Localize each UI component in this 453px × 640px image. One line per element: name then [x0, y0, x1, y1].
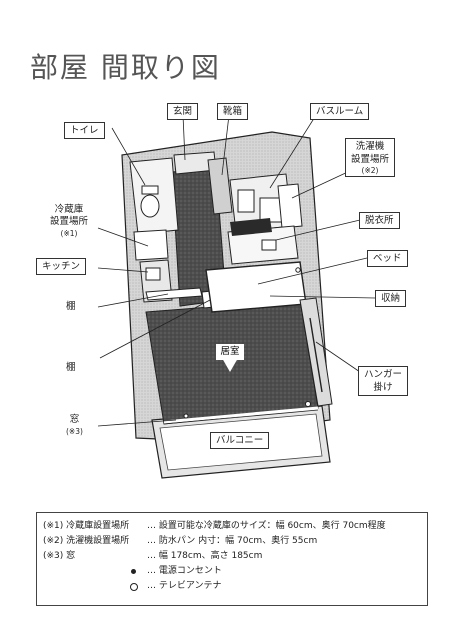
legend-value: … テレビアンテナ [147, 581, 222, 591]
legend-key: (※3) 窓 [43, 551, 76, 561]
legend-value: … 幅 178cm、高さ 185cm [147, 551, 263, 561]
fridge-space [133, 229, 169, 261]
label-toilet-text: トイレ [70, 125, 99, 136]
label-fridge-line2: 設置場所 [50, 216, 89, 227]
label-hanger: ハンガー 掛け [358, 366, 409, 396]
label-washer-line1: 洗濯機 [355, 141, 385, 152]
label-shelf-1: 棚 [66, 301, 76, 313]
label-storage-text: 収納 [381, 293, 401, 304]
toilet-bowl [140, 194, 160, 218]
label-storage: 収納 [375, 290, 407, 307]
label-washer-line2: 設置場所 [351, 154, 390, 165]
label-fridge: 冷蔵庫 設置場所 (※1) [50, 204, 88, 240]
label-shelf-2-text: 棚 [66, 362, 76, 373]
label-genkan: 玄関 [167, 103, 199, 120]
legend-key: (※1) 冷蔵庫設置場所 [43, 521, 130, 531]
label-window-note: (※3) [66, 427, 83, 436]
label-toilet: トイレ [64, 122, 105, 139]
label-bathroom: バスルーム [310, 103, 370, 120]
outlet-dot-icon [131, 569, 136, 574]
label-hanger-line2: 掛け [373, 382, 393, 393]
label-bathroom-text: バスルーム [316, 106, 364, 117]
label-window-text: 窓 [69, 414, 80, 425]
label-shelf-1-text: 棚 [66, 301, 76, 312]
label-dressing: 脱衣所 [359, 212, 400, 229]
legend-value: … 電源コンセント [147, 566, 222, 576]
label-shelf-2: 棚 [66, 362, 76, 374]
legend-box: (※1) 冷蔵庫設置場所 … 設置可能な冷蔵庫のサイズ：幅 60cm、奥行 70… [36, 512, 428, 606]
bed [205, 261, 307, 313]
legend-key: (※2) 洗濯機設置場所 [43, 536, 130, 546]
washer-area [277, 183, 303, 229]
label-hanger-line1: ハンガー [364, 369, 403, 380]
label-bed-text: ベッド [373, 253, 402, 264]
label-genkan-text: 玄関 [173, 106, 193, 117]
label-kitchen-text: キッチン [42, 261, 81, 272]
label-living: 居室 [216, 344, 244, 360]
legend-value: … 設置可能な冷蔵庫のサイズ：幅 60cm、奥行 70cm程度 [147, 521, 386, 531]
label-balcony-text: バルコニー [216, 435, 264, 446]
label-dressing-text: 脱衣所 [365, 215, 394, 226]
label-window: 窓 (※3) [66, 414, 83, 438]
label-fridge-note: (※1) [60, 229, 78, 238]
label-washer: 洗濯機 設置場所 (※2) [345, 138, 396, 177]
living-arrow [222, 358, 238, 372]
label-kitchen: キッチン [36, 258, 87, 275]
legend-value: … 防水パン 内寸：幅 70cm、奥行 55cm [147, 536, 318, 546]
label-kutsubako-text: 靴箱 [223, 106, 243, 117]
shoe-box [207, 157, 233, 215]
label-bed: ベッド [367, 250, 408, 267]
page-title: 部屋 間取り図 [30, 51, 221, 84]
tv-antenna-ring-icon [130, 583, 138, 591]
window-line [163, 406, 319, 424]
label-washer-note: (※2) [361, 166, 379, 175]
label-fridge-line1: 冷蔵庫 [54, 204, 84, 215]
label-balcony: バルコニー [210, 432, 270, 449]
label-kutsubako: 靴箱 [217, 103, 249, 120]
